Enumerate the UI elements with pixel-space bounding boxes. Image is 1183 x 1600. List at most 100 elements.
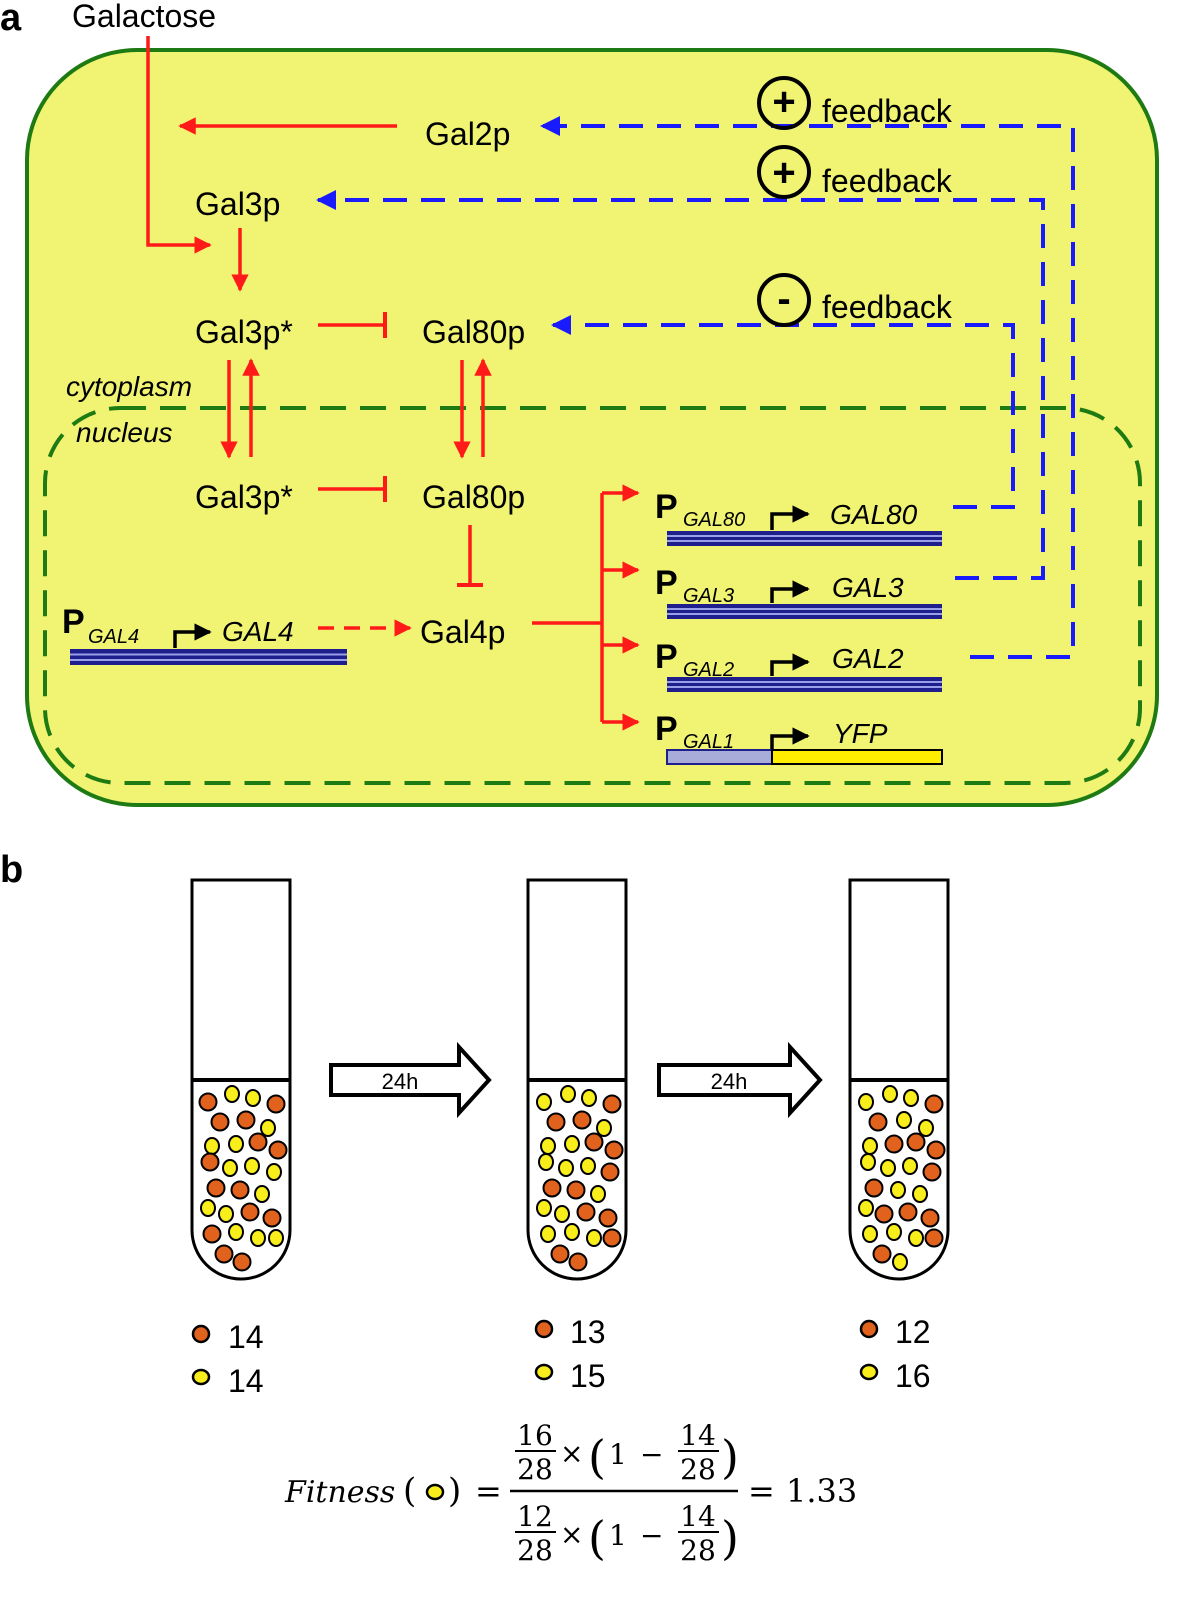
orange-cell: [604, 1140, 624, 1160]
feedback-sign-2-symbol: +: [772, 151, 795, 195]
num-a-top: 16: [517, 1419, 553, 1452]
feedback-label-1: feedback: [822, 93, 953, 129]
cell-membrane: [25, 48, 1159, 807]
yfp-tss-arrow: [770, 727, 810, 750]
gal4-gene-label: GAL4: [222, 616, 294, 647]
yellow-cell: [580, 1157, 596, 1175]
orange-cell: [206, 1178, 226, 1198]
gal2p-label: Gal2p: [425, 116, 510, 152]
den-one: 1: [609, 1519, 627, 1552]
yellow-cell: [862, 1137, 878, 1155]
gal2-tss-arrow: [770, 653, 810, 676]
yellow-cell: [862, 1225, 878, 1243]
orange-cell: [268, 1140, 288, 1160]
yellow-cell: [536, 1093, 552, 1111]
gal80-gene-label: GAL80: [830, 499, 918, 530]
yellow-cell: [896, 1111, 912, 1129]
orange-cell: [898, 1202, 918, 1222]
fitness-result: 1.33: [786, 1472, 857, 1510]
yellow-cell: [564, 1135, 580, 1153]
yellow-cell: [228, 1135, 244, 1153]
gal4-tss-arrow: [173, 623, 212, 648]
orange-cell: [602, 1094, 622, 1114]
den-open-paren: (: [588, 1511, 606, 1565]
yellow-cell: [586, 1229, 602, 1247]
yellow-cell: [892, 1253, 908, 1271]
nucleus-label: nucleus: [76, 417, 173, 448]
fitness-lhs-label: Fitness: [284, 1475, 395, 1510]
transfer-label-2: 24h: [711, 1069, 748, 1094]
yellow-cell: [228, 1223, 244, 1241]
yellow-cell: [858, 1199, 874, 1217]
orange-cell: [236, 1110, 256, 1130]
transfer-arrow-2: 24h: [657, 1041, 823, 1119]
num-close-paren: ): [721, 1430, 739, 1484]
tube-1-yellow-count: 14: [228, 1363, 264, 1399]
feedback-label-2: feedback: [822, 163, 953, 199]
yellow-cell: [245, 1089, 261, 1107]
den-times: ×: [560, 1518, 583, 1551]
tube-3-yellow-count: 16: [895, 1358, 931, 1394]
yellow-cell: [200, 1199, 216, 1217]
gal1-promoter-p: P: [655, 710, 678, 748]
num-b-top: 14: [680, 1419, 716, 1452]
orange-cell: [576, 1202, 596, 1222]
orange-cell-icon: [534, 1319, 554, 1339]
gal3-gene-label: GAL3: [832, 572, 904, 603]
orange-cell: [542, 1178, 562, 1198]
orange-cell: [210, 1112, 230, 1132]
yellow-cell: [554, 1205, 570, 1223]
feedback-sign-1: +: [757, 76, 811, 130]
den-a-top: 12: [517, 1500, 553, 1533]
yellow-cell-icon: [191, 1368, 211, 1386]
yellow-cell: [908, 1229, 924, 1247]
orange-cell: [568, 1252, 588, 1272]
yellow-cell: [882, 1085, 898, 1103]
tube-2-orange-count: 13: [570, 1314, 606, 1350]
orange-cell: [920, 1208, 940, 1228]
panel-a: a Galactose Gal2p Gal3p Gal3p* Gal80p cy…: [0, 0, 1159, 807]
orange-cell: [864, 1178, 884, 1198]
orange-cell: [872, 1244, 892, 1264]
yellow-cell: [860, 1153, 876, 1171]
yellow-cell: [254, 1185, 270, 1203]
yellow-cell: [218, 1205, 234, 1223]
gene-gal3: P GAL3 GAL3: [655, 564, 942, 619]
gal2-gene-label: GAL2: [832, 643, 904, 674]
yellow-cell: [224, 1085, 240, 1103]
orange-cell: [922, 1162, 942, 1182]
num-minus: −: [640, 1438, 663, 1471]
counts-tube-1: 14 14: [191, 1319, 264, 1399]
orange-cell: [230, 1180, 250, 1200]
yellow-cell: [204, 1137, 220, 1155]
tube-1-cells: [198, 1085, 288, 1272]
gal3p-star-cyto-label: Gal3p*: [195, 314, 293, 350]
orange-cell: [924, 1094, 944, 1114]
gal2-promoter-sub: GAL2: [683, 659, 734, 681]
yellow-cell-symbol: [425, 1483, 445, 1501]
gal3p-label: Gal3p: [195, 186, 280, 222]
feedback-label-3: feedback: [822, 289, 953, 325]
orange-cell: [248, 1132, 268, 1152]
den-b-bot: 28: [680, 1534, 716, 1567]
yellow-cell: [903, 1089, 919, 1107]
orange-cell: [598, 1208, 618, 1228]
yellow-cell: [596, 1119, 612, 1137]
gal1-promoter-sub: GAL1: [683, 731, 734, 753]
gal3-positive-feedback: [316, 190, 1045, 580]
yellow-cell: [902, 1157, 918, 1175]
orange-cell: [884, 1134, 904, 1154]
gal2-positive-feedback: [540, 116, 1075, 659]
cytoplasm-label: cytoplasm: [66, 371, 192, 402]
yellow-cell: [268, 1229, 284, 1247]
panel-a-letter: a: [0, 0, 22, 39]
yellow-cell: [536, 1199, 552, 1217]
feedback-sign-2: +: [757, 145, 811, 199]
gene-gal80: P GAL80 GAL80: [655, 488, 942, 546]
yellow-cell: [244, 1157, 260, 1175]
den-b-top: 14: [680, 1500, 716, 1533]
orange-cell: [566, 1180, 586, 1200]
orange-cell: [600, 1162, 620, 1182]
gal4-promoter-p: P: [62, 603, 85, 641]
